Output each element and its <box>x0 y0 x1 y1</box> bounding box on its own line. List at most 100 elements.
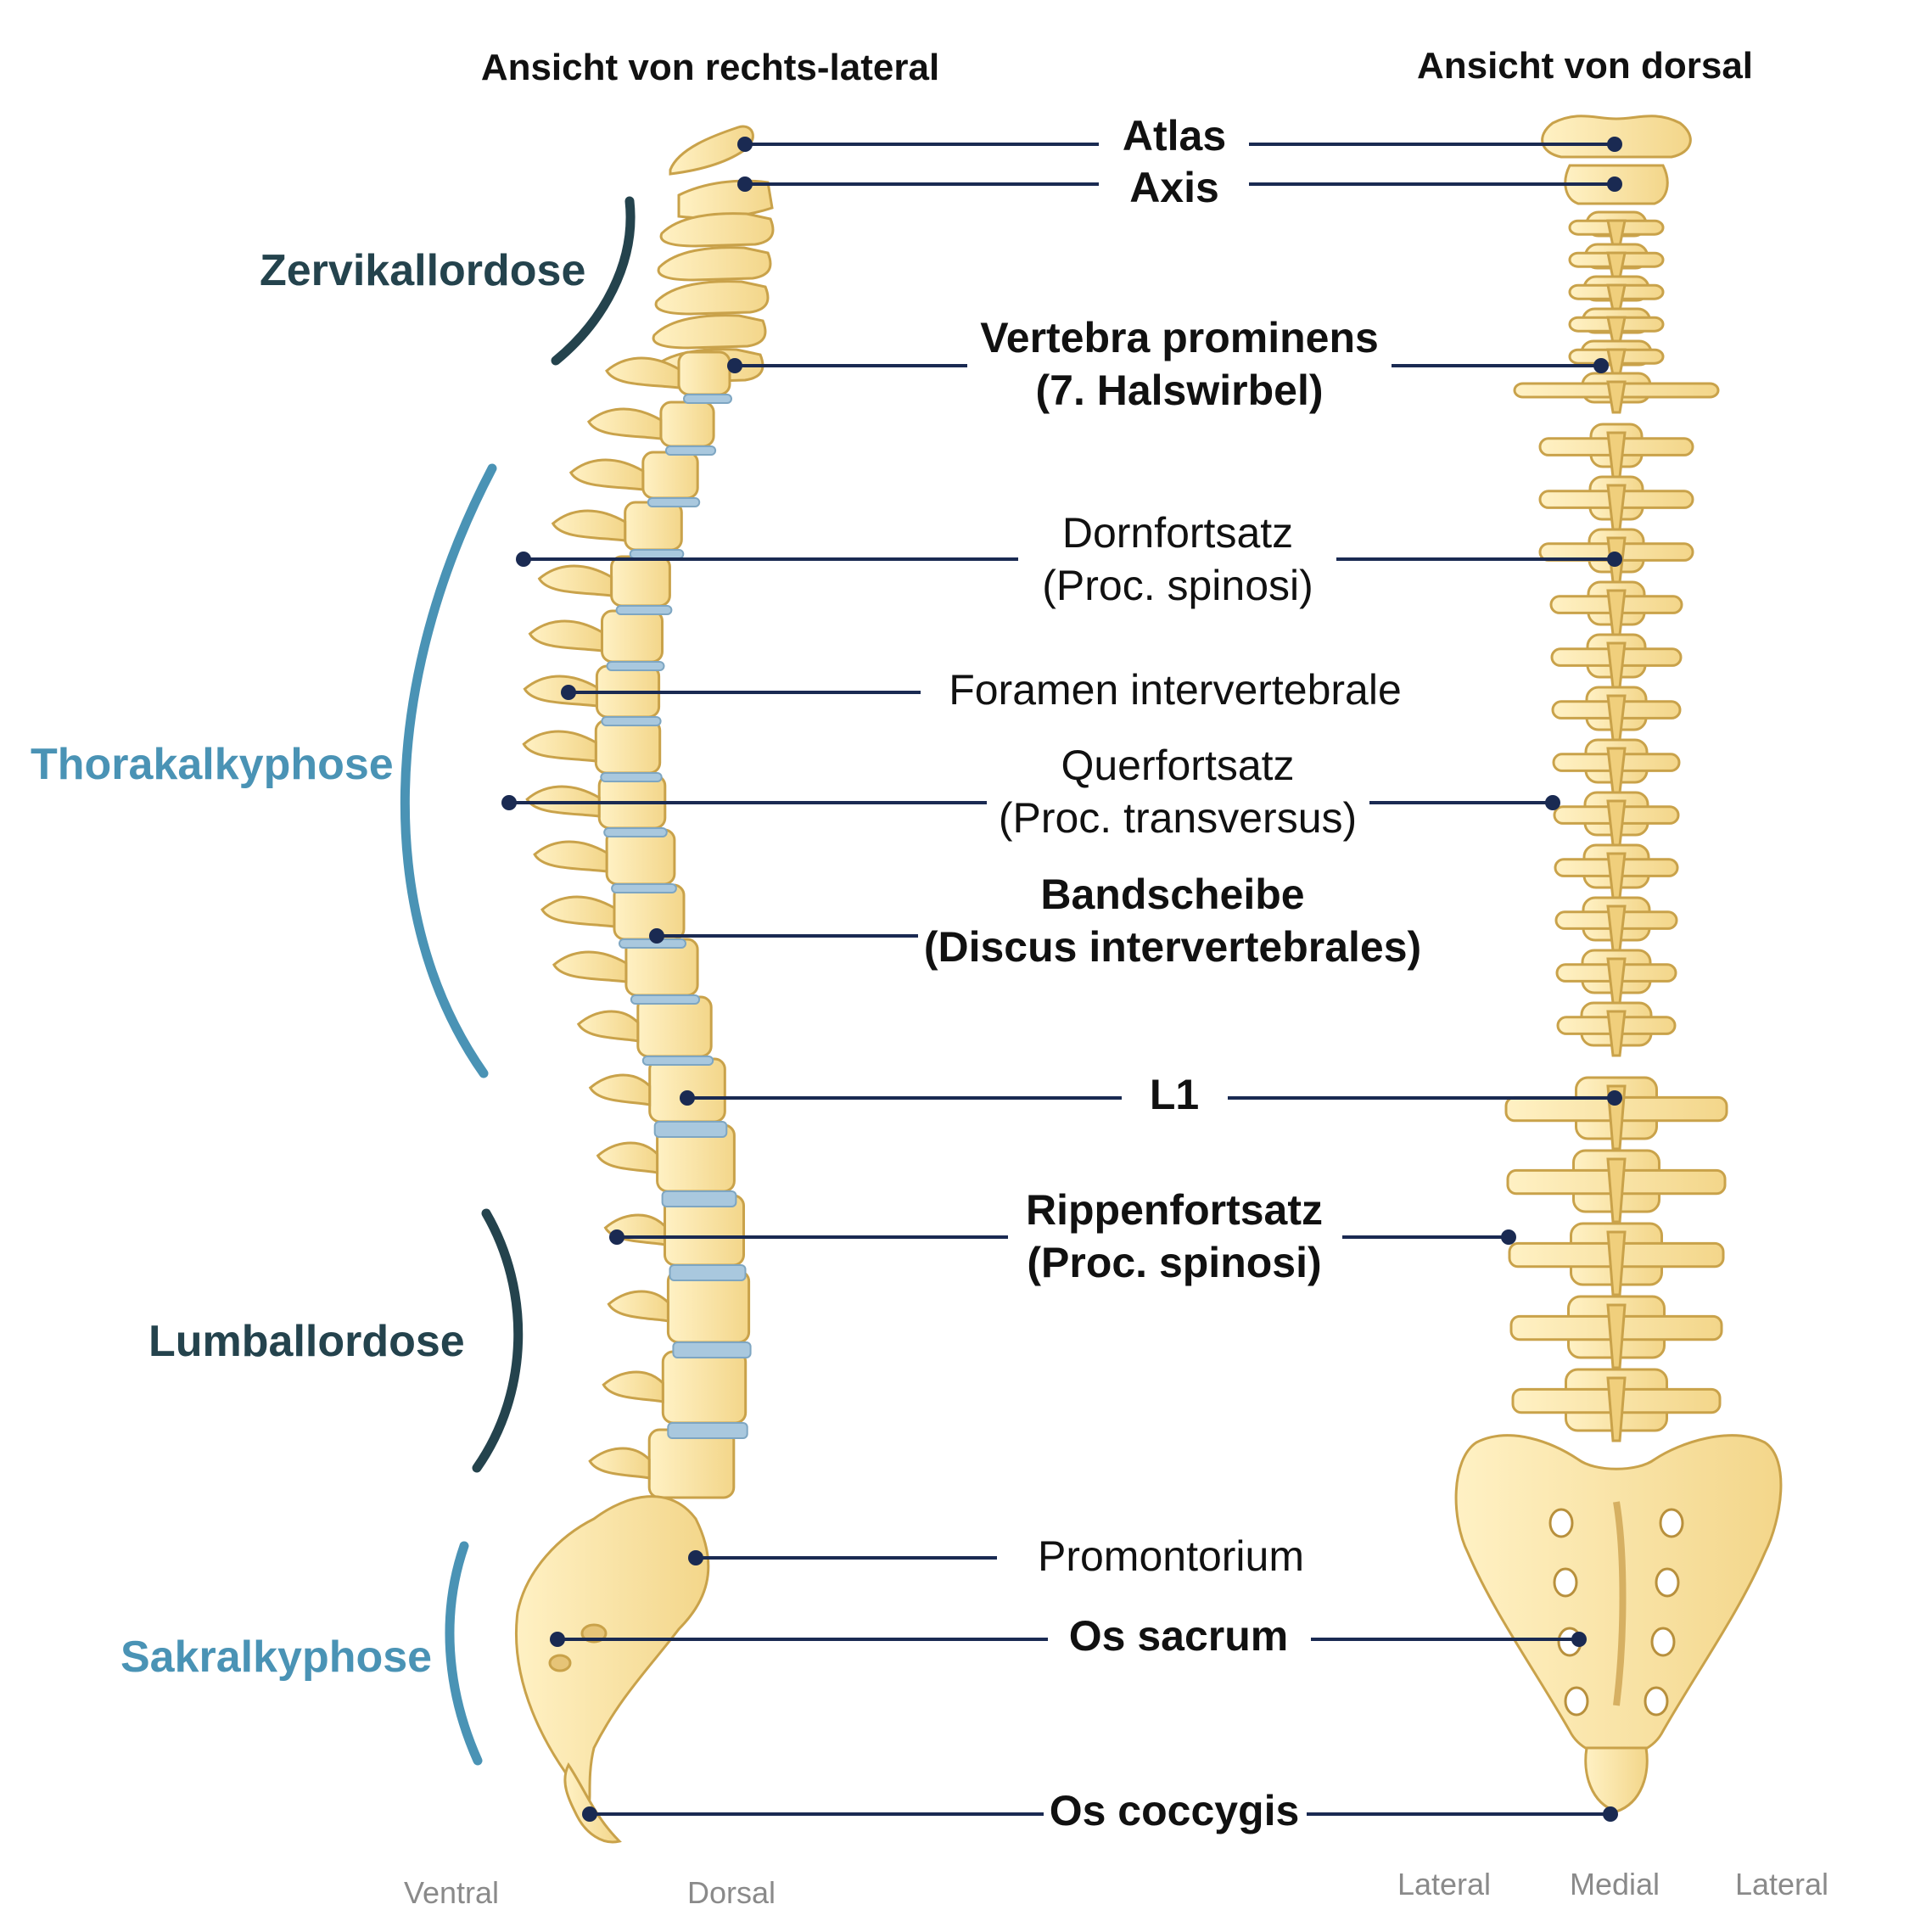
label-rippenfortsatz-latin: (Proc. spinosi) <box>1027 1239 1322 1286</box>
dorsal-spinous-process <box>1606 431 1627 479</box>
intervertebral-disc <box>667 1422 748 1439</box>
vertebral-body <box>636 995 713 1058</box>
dorsal-spinous-process <box>1606 380 1627 414</box>
prominens-dot-dorsal <box>1593 358 1609 373</box>
label-sakralkyphose: Sakralkyphose <box>120 1633 433 1682</box>
sacral-foramen <box>1650 1627 1676 1657</box>
intervertebral-disc <box>672 1341 752 1358</box>
sacral-foramen <box>1548 1508 1574 1538</box>
dorsal-spinous-process <box>1606 316 1627 344</box>
intervertebral-disc <box>603 827 668 837</box>
promontorium-dot <box>688 1550 703 1565</box>
vertebral-body <box>594 719 662 775</box>
vertebral-process <box>568 458 645 491</box>
intervertebral-disc <box>661 1190 737 1207</box>
vertebral-process <box>537 564 613 597</box>
vertebral-process <box>586 407 663 440</box>
dorsal-view-title: Ansicht von dorsal <box>1416 45 1754 87</box>
dorsal-spinous-process <box>1606 747 1627 794</box>
vertebral-process <box>528 619 603 652</box>
dorsal-spinous-process <box>1606 1010 1627 1057</box>
dorsal-spinous-process <box>1606 694 1627 742</box>
label-querfortsatz: Querfortsatz <box>1061 742 1295 789</box>
label-bandscheibe: Bandscheibe <box>1040 871 1305 918</box>
orient-lateral-right: Lateral <box>1734 1867 1829 1901</box>
label-bandscheibe-latin: (Discus intervertebrales) <box>923 923 1422 971</box>
vertebral-process <box>576 1010 640 1043</box>
sacral-foramen <box>1659 1508 1684 1538</box>
vertebral-body <box>601 609 664 664</box>
axis-dot-lateral <box>737 176 753 192</box>
cervical-vertebra <box>654 280 770 316</box>
trunk-vertebrae <box>522 350 751 1499</box>
leader-dots <box>501 137 1622 1822</box>
lateral-sacrum <box>515 1495 710 1805</box>
vertebral-process <box>596 1141 659 1174</box>
vertebral-process <box>602 1370 664 1403</box>
label-querfortsatz-latin: (Proc. transversus) <box>998 794 1358 842</box>
lateral-atlas <box>669 125 754 176</box>
intervertebral-disc <box>653 1121 728 1138</box>
vertebral-body <box>659 400 715 448</box>
label-promontorium: Promontorium <box>1038 1532 1304 1580</box>
dorsal-spinous-process <box>1606 348 1627 377</box>
intervertebral-disc <box>600 772 663 782</box>
label-vertebra-prominens: Vertebra prominens <box>980 314 1379 361</box>
intervertebral-disc <box>669 1264 747 1281</box>
orient-lateral-left: Lateral <box>1397 1867 1492 1901</box>
vertebral-body <box>605 828 676 886</box>
dorsal-spinous-process <box>1606 283 1627 312</box>
dorsal-spinous-process <box>1606 1376 1627 1442</box>
vertebral-body <box>624 501 683 552</box>
dornfortsatz-dot-lateral <box>516 552 531 567</box>
rippenfortsatz-dot-lateral <box>609 1229 624 1245</box>
intervertebral-disc <box>629 549 685 559</box>
coccygis-dot-dorsal <box>1603 1806 1618 1822</box>
label-thorakalkyphose: Thorakalkyphose <box>31 740 394 789</box>
intervertebral-disc <box>601 716 662 726</box>
orient-medial: Medial <box>1569 1867 1660 1901</box>
dorsal-spinous-process <box>1606 589 1627 636</box>
intervertebral-disc <box>647 497 701 507</box>
dorsal-spinous-process <box>1606 219 1627 248</box>
dorsal-spinous-process <box>1606 957 1627 1005</box>
dornfortsatz-dot-dorsal <box>1607 552 1622 567</box>
atlas-dot-dorsal <box>1607 137 1622 152</box>
label-lumballordose: Lumballordose <box>148 1317 465 1366</box>
vertebral-body <box>666 1269 751 1344</box>
lateral-view-title: Ansicht von rechts-lateral <box>480 47 940 88</box>
intervertebral-disc <box>606 661 665 671</box>
vertebral-process <box>588 1073 652 1106</box>
label-zervikallordose: Zervikallordose <box>260 246 586 295</box>
vertebral-body <box>641 451 699 500</box>
atlas-dot-lateral <box>737 137 753 152</box>
coccygis-dot-lateral <box>582 1806 597 1822</box>
dorsal-atlas <box>1541 115 1692 159</box>
vertebral-process <box>605 356 680 389</box>
vertebral-process <box>552 950 628 983</box>
intervertebral-disc <box>630 994 701 1005</box>
dorsal-sacral-crest <box>1613 1501 1627 1706</box>
sacrum-dot-dorsal <box>1571 1632 1587 1647</box>
orient-dorsal: Dorsal <box>686 1875 776 1910</box>
intervertebral-disc <box>611 883 677 893</box>
foramen-dot <box>561 685 576 700</box>
bandscheibe-dot <box>649 928 664 944</box>
vertebral-process <box>551 509 627 542</box>
axis-dot-dorsal <box>1607 176 1622 192</box>
vertebral-process <box>522 730 597 763</box>
dorsal-spinous-process <box>1606 484 1627 531</box>
l1-dot-lateral <box>680 1090 695 1106</box>
l1-dot-dorsal <box>1607 1090 1622 1106</box>
lateral-coccyx <box>563 1762 622 1844</box>
lateral-spine <box>515 125 775 1844</box>
label-dornfortsatz-latin: (Proc. spinosi) <box>1042 562 1313 609</box>
vertebral-process <box>533 840 608 873</box>
lateral-discs <box>600 394 752 1439</box>
dorsal-spinous-process <box>1606 641 1627 689</box>
label-rippenfortsatz: Rippenfortsatz <box>1026 1186 1323 1234</box>
sacrum-dot-lateral <box>550 1632 565 1647</box>
vertebral-process <box>540 895 616 928</box>
